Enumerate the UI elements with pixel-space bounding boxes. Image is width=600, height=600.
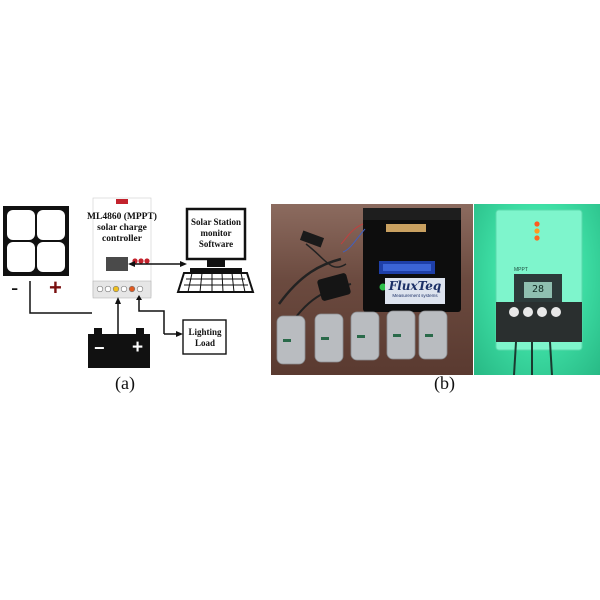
panel-plus-label: +: [49, 275, 62, 300]
fluxteq-logo-sub: Measurement systems: [392, 293, 438, 298]
battery-minus-label: −: [94, 338, 105, 358]
lighting-load-label: Lighting Load: [184, 327, 226, 349]
monitor-text-line-3: Software: [198, 239, 234, 249]
computer-monitor-icon: [176, 207, 255, 293]
lighting-load-box: [182, 319, 227, 355]
photo-setup: FluxTeq Measurement systems: [271, 204, 473, 375]
monitor-text-line-2: monitor: [200, 228, 232, 238]
caption-b: (b): [434, 373, 455, 393]
battery-icon: [88, 328, 150, 368]
load-text-line-2: Load: [194, 338, 215, 348]
monitor-text-line-1: Solar Station: [190, 217, 242, 227]
solar-panel-icon: [3, 206, 69, 276]
controller-title-line-1: ML4860 (MPPT): [87, 212, 157, 222]
panel-a-diagram: - + ML4860 (MPPT) solar charge controlle…: [0, 195, 265, 395]
setup-illustration: [276, 208, 461, 365]
monitor-software-label: Solar Station monitor Software: [189, 217, 243, 250]
panel-wire: [29, 281, 92, 314]
controller-title: ML4860 (MPPT) solar charge controller: [85, 212, 159, 245]
battery-plus-label: +: [132, 337, 144, 358]
controller-title-line-3: controller: [102, 234, 142, 244]
panel-a-wiring: [3, 197, 255, 368]
controller-device-illustration: [495, 209, 583, 375]
controller-screen-reading: 28: [531, 284, 545, 295]
controller-title-line-2: solar charge: [97, 223, 147, 233]
charge-controller-icon: [92, 197, 152, 299]
fluxteq-logo: FluxTeq Measurement systems: [385, 280, 445, 299]
photo-controller: MPPT 28: [474, 204, 600, 375]
panel-minus-label: -: [11, 275, 19, 300]
caption-a: (a): [115, 373, 135, 393]
load-text-line-1: Lighting: [188, 327, 222, 337]
fluxteq-logo-main: FluxTeq: [388, 279, 442, 293]
controller-badge: MPPT: [514, 267, 528, 273]
